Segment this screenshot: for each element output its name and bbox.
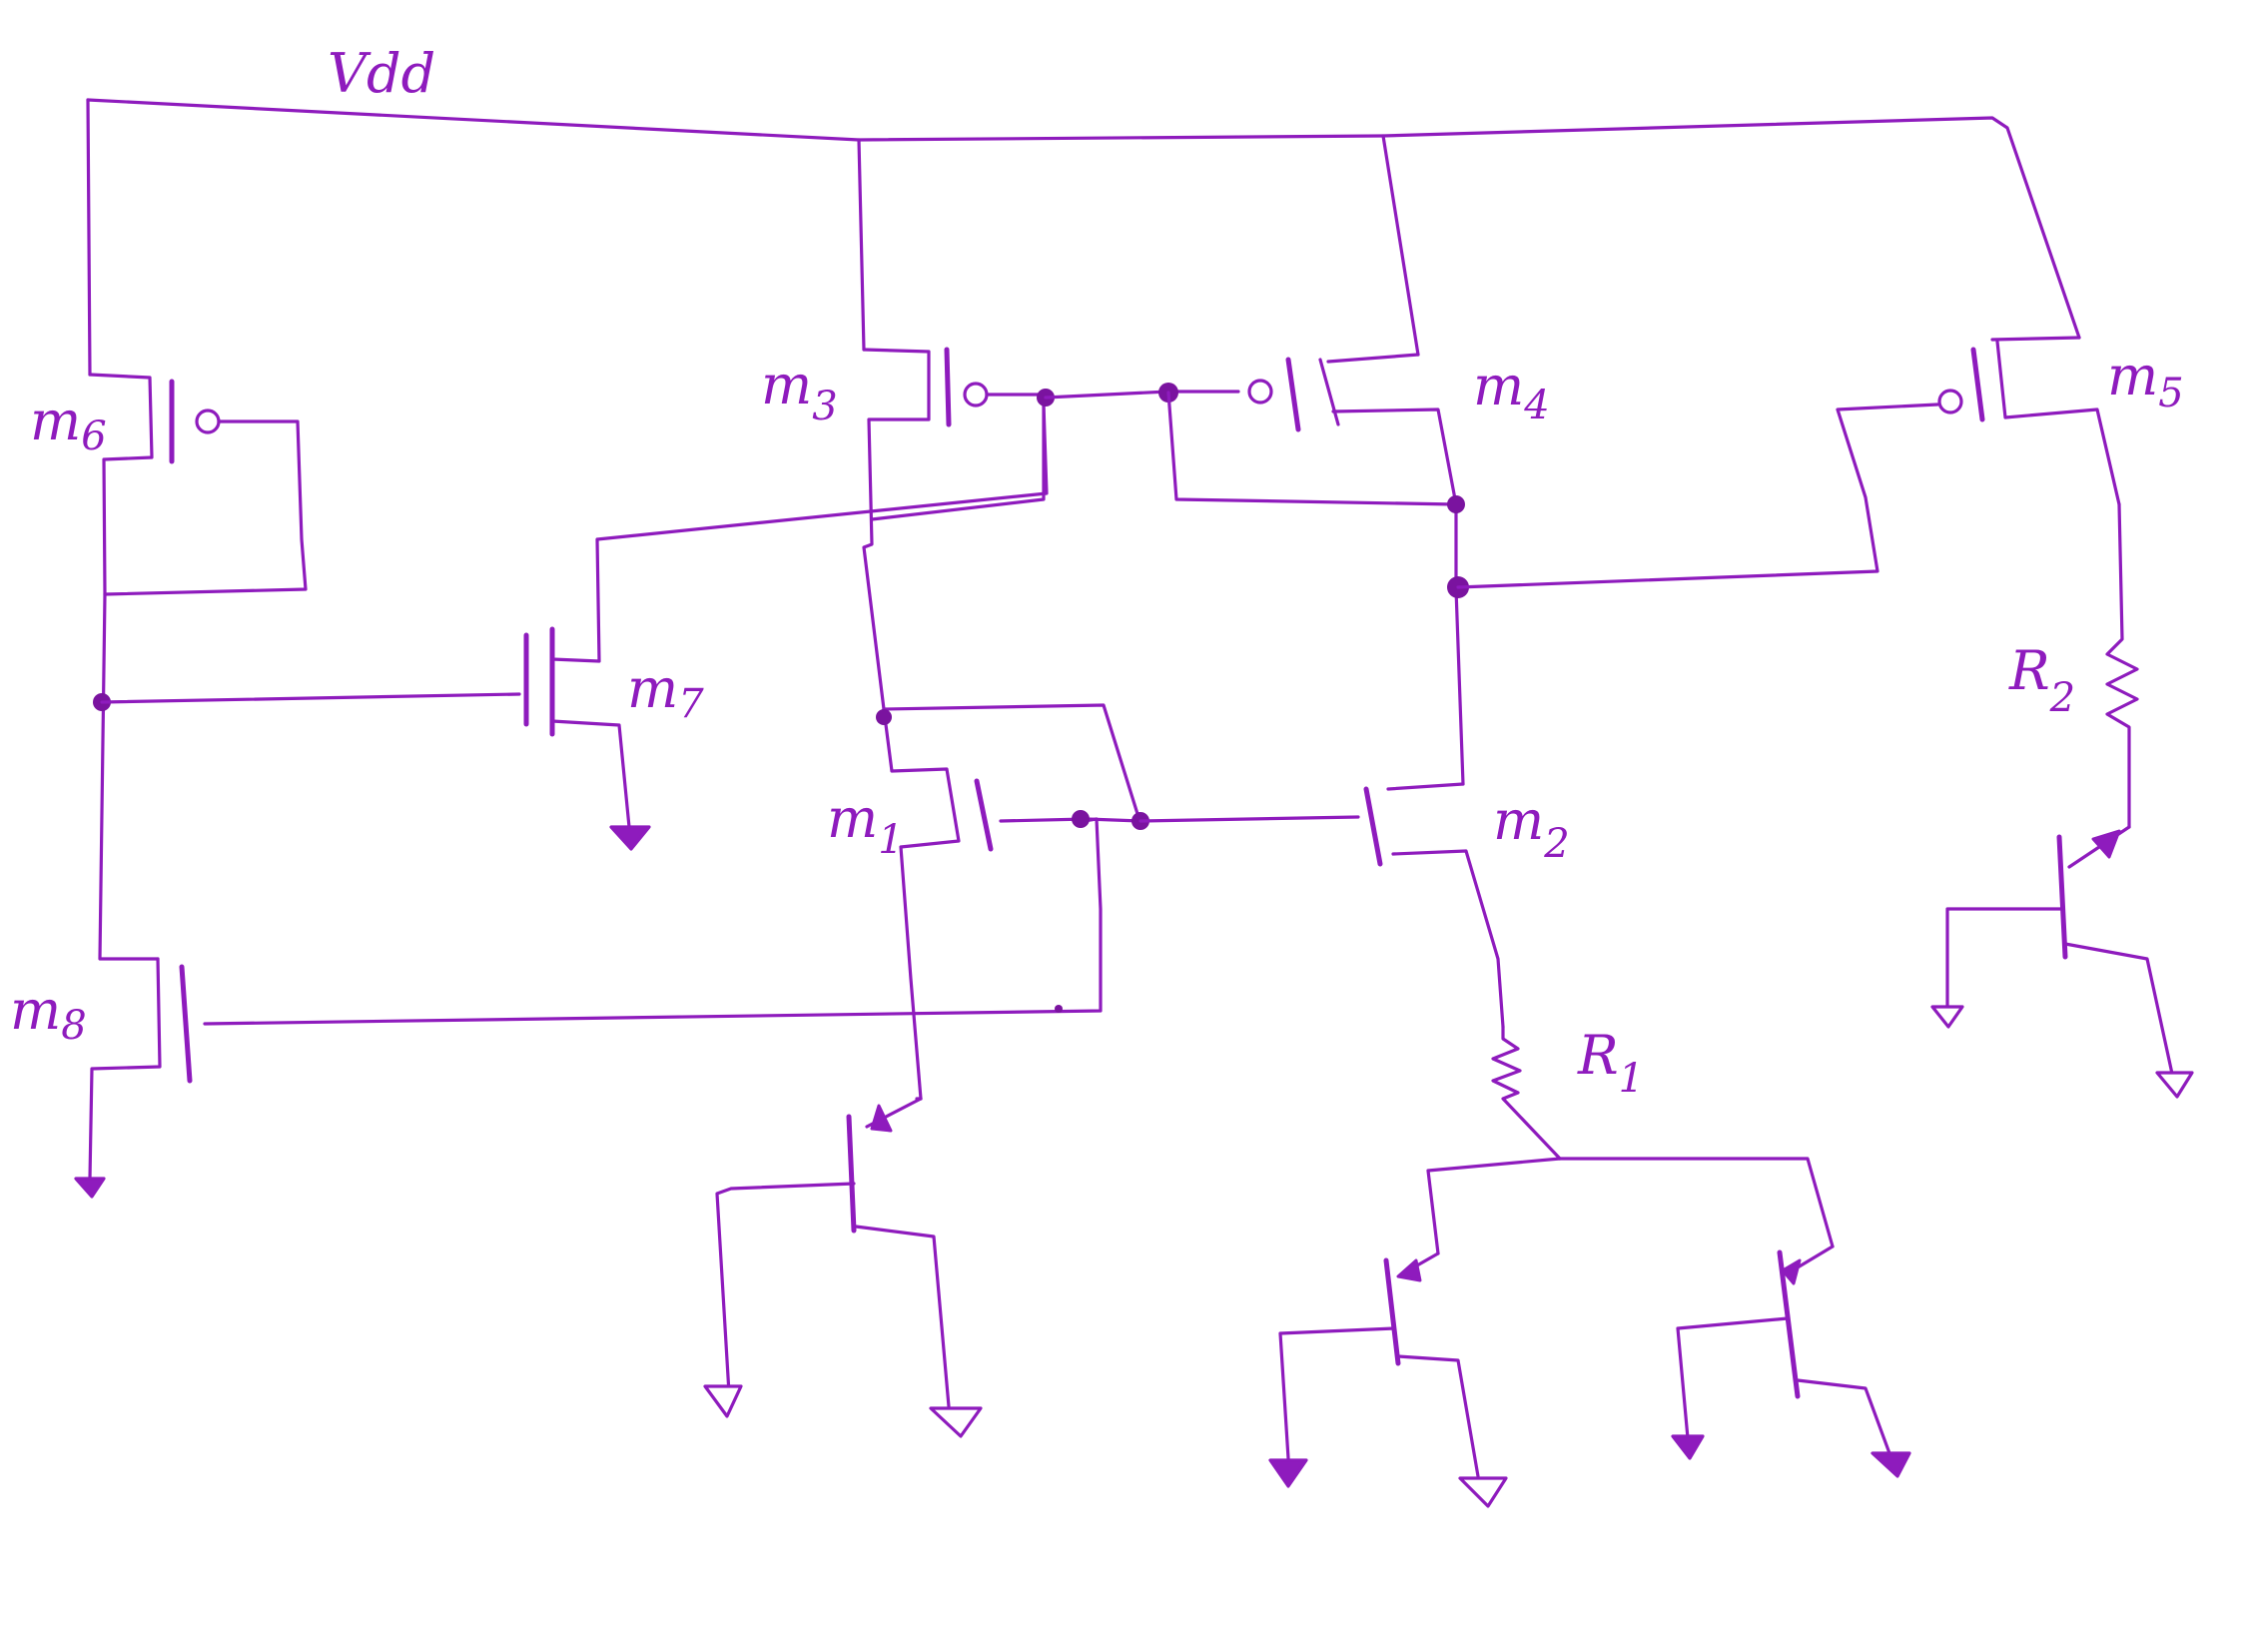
label-r2: R2 [2008, 639, 2075, 721]
transistor-m8 [74, 817, 1103, 1199]
vdd-label: Vdd [328, 42, 435, 105]
transistor-m1 [882, 703, 1142, 1101]
label-m3: m3 [761, 354, 838, 429]
bjt-right [1930, 825, 2194, 1099]
transistor-m6 [88, 373, 308, 596]
transistor-m4 [1247, 353, 1465, 786]
label-m5: m5 [2107, 345, 2184, 416]
label-m7: m7 [627, 657, 704, 727]
junction-m1-drain [876, 709, 892, 725]
label-m8: m8 [10, 979, 87, 1049]
bjt-bottom-right [1671, 1244, 1911, 1478]
bjt-left [703, 1097, 983, 1438]
label-m2: m2 [1493, 789, 1570, 867]
wire-m6-m8 [98, 592, 160, 961]
transistor-m7 [523, 403, 1049, 851]
wire-bias-to-m7 [100, 692, 521, 704]
junction-m8-gate [1055, 1005, 1063, 1013]
junction-m1-gate [1072, 810, 1090, 828]
transistor-m2 [1363, 782, 1505, 1029]
label-m4: m4 [1473, 355, 1550, 428]
resistor-r2 [2105, 502, 2139, 829]
label-r1: R1 [1577, 1024, 1644, 1102]
transistor-m3 [862, 347, 1046, 711]
label-m6: m6 [30, 390, 107, 459]
transistor-m5 [1937, 336, 2121, 506]
bjt-bottom-left [1268, 1251, 1508, 1508]
label-m1: m1 [827, 787, 904, 863]
wire-r1-to-bjt-pair [1426, 1157, 1835, 1255]
wire-gate-to-m2 [1138, 815, 1360, 823]
vdd-rail [86, 98, 2081, 377]
resistor-r1 [1491, 1025, 1562, 1161]
wire-mirror-gates [1044, 390, 1240, 400]
junction-m4-drain [1447, 495, 1465, 513]
wire-output-to-m5 [1456, 403, 1939, 589]
wire-m4-diode [1166, 391, 1458, 506]
